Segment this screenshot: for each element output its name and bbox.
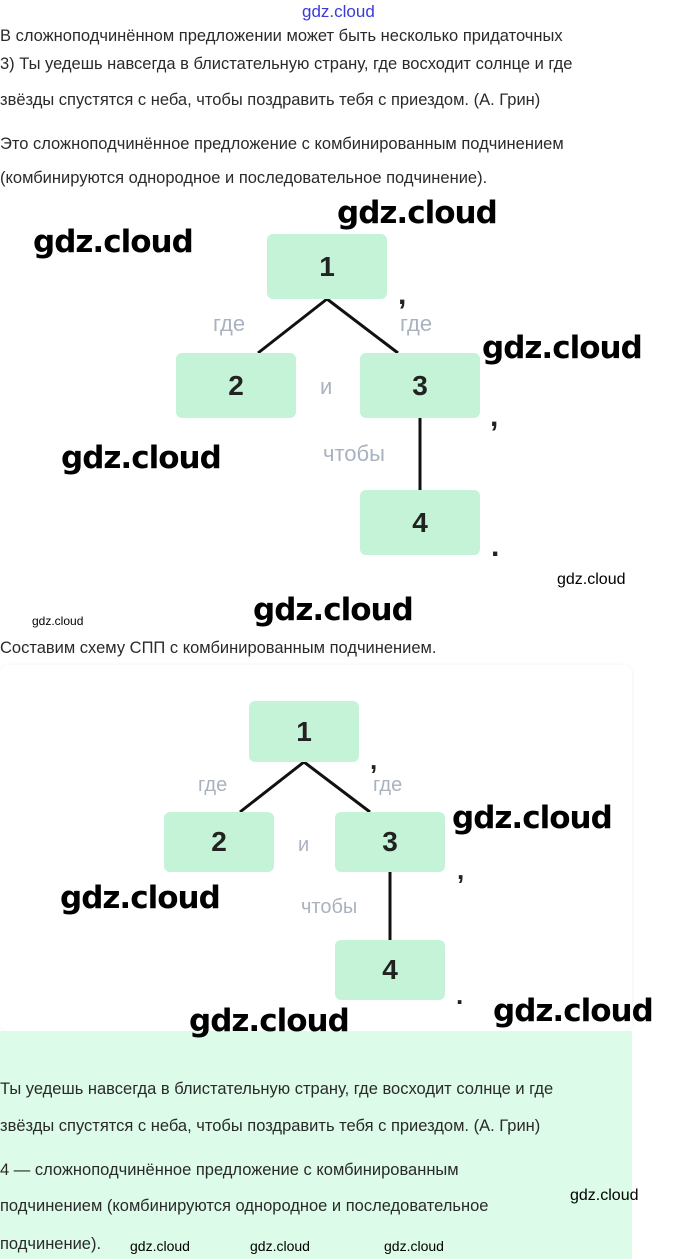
clause-box-4: 4 <box>335 940 445 1000</box>
watermark: gdz.cloud <box>32 614 84 628</box>
conclusion-line-1: 4 — сложноподчинённое предложение с комб… <box>0 1161 459 1179</box>
intro-cut-text: В сложноподчинённом предложении может бы… <box>0 27 563 45</box>
label-where-right: где <box>400 311 433 336</box>
label-so-that: чтобы <box>323 441 385 466</box>
comma: , <box>457 855 465 885</box>
clause-box-1: 1 <box>249 701 359 762</box>
watermark: gdz.cloud <box>557 571 626 588</box>
label-and: и <box>320 374 333 399</box>
explanation-line-2: (комбинируются однородное и последовател… <box>0 169 488 187</box>
watermark: gdz.cloud <box>61 440 222 476</box>
watermark: gdz.cloud <box>33 224 194 260</box>
answer-block: Ты уедешь навсегда в блистательную стран… <box>0 1031 632 1259</box>
watermark: gdz.cloud <box>482 330 643 366</box>
comma: , <box>370 745 378 775</box>
conclusion-line-3: подчинение). <box>0 1235 102 1253</box>
clause-box-3: 3 <box>360 353 480 418</box>
label-where-left: где <box>198 774 228 796</box>
label-and: и <box>298 834 310 856</box>
diagram-2-lines <box>239 760 392 940</box>
watermark: gdz.cloud <box>189 1003 350 1039</box>
watermark: gdz.cloud <box>337 195 498 231</box>
clause-box-1: 1 <box>267 234 387 299</box>
sentence-line-1: 3) Ты уедешь навсегда в блистательную ст… <box>0 55 573 73</box>
label-where-left: где <box>213 311 246 336</box>
clause-box-4: 4 <box>360 490 480 555</box>
clause-box-2: 2 <box>176 353 296 418</box>
comma: , <box>490 400 499 433</box>
conclusion-line-2: подчинением (комбинируются однородное и … <box>0 1197 489 1215</box>
watermark: gdz.cloud <box>60 880 221 916</box>
answer-sentence-1: Ты уедешь навсегда в блистательную стран… <box>0 1080 554 1098</box>
period: . <box>491 530 500 563</box>
period: . <box>456 980 464 1010</box>
label-where-right: где <box>373 774 403 796</box>
comma: , <box>398 278 407 311</box>
explanation-line-1: Это сложноподчинённое предложение с комб… <box>0 135 564 153</box>
watermark: gdz.cloud <box>570 1187 639 1204</box>
top-watermark: gdz.cloud <box>302 2 375 21</box>
watermark: gdz.cloud <box>250 1238 310 1254</box>
scheme-heading: Составим схему СПП с комбинированным под… <box>0 639 437 657</box>
label-so-that: чтобы <box>301 896 358 918</box>
watermark: gdz.cloud <box>130 1238 190 1254</box>
sentence-line-2: звёзды спустятся с неба, чтобы поздравит… <box>0 91 541 109</box>
watermark: gdz.cloud <box>253 592 414 628</box>
diagram-2-card: 1 2 3 4 где где и чтобы , , . <box>0 665 632 1031</box>
watermark: gdz.cloud <box>384 1238 444 1254</box>
clause-box-3: 3 <box>335 812 445 872</box>
answer-sentence-2: звёзды спустятся с неба, чтобы поздравит… <box>0 1117 541 1135</box>
clause-box-2: 2 <box>164 812 274 872</box>
watermark: gdz.cloud <box>493 993 654 1029</box>
watermark: gdz.cloud <box>452 800 613 836</box>
